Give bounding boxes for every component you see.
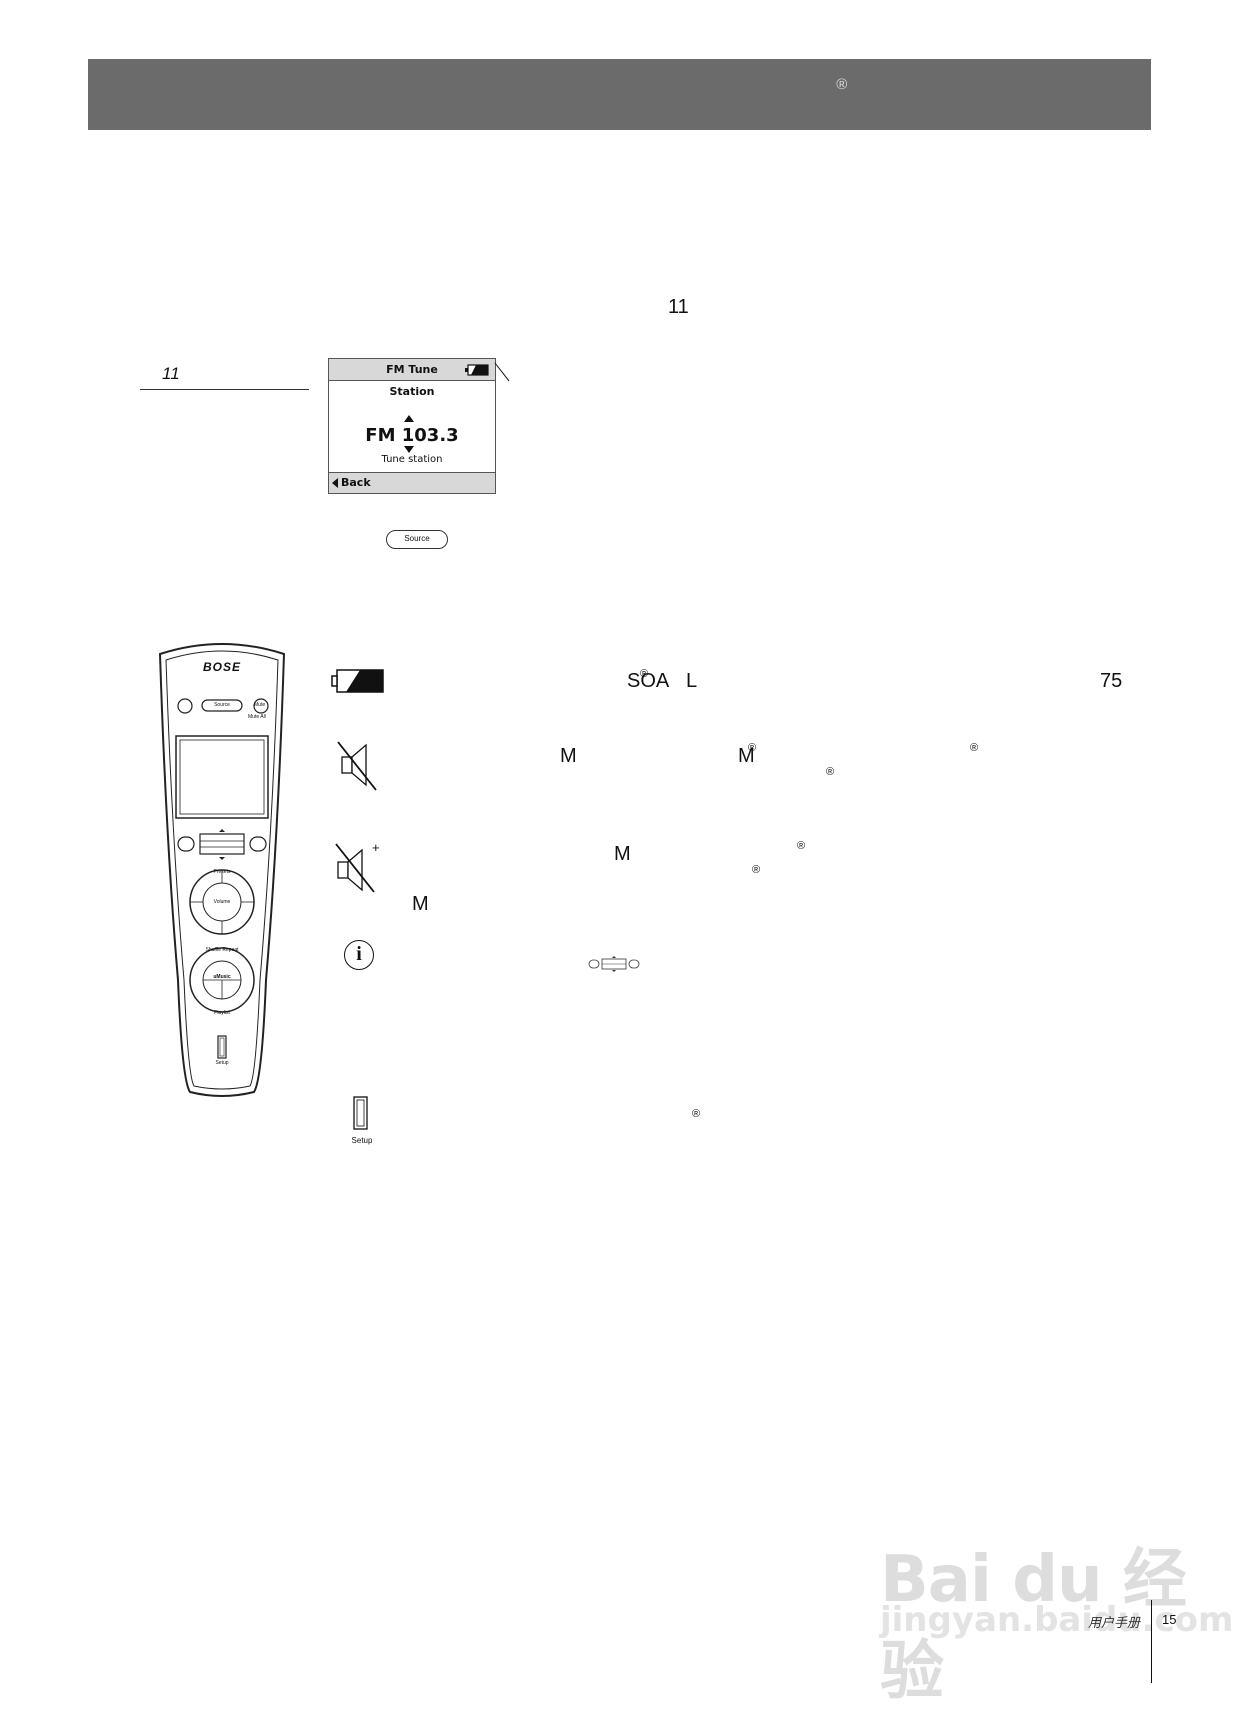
mute-speaker-icon [337,741,377,791]
remote-playlist-label: Playlist [214,1010,230,1016]
fm-tune-screen: FM Tune Station FM 103.3 Tune station Ba… [328,358,496,494]
header-bar [88,59,1151,130]
watermark-url: jingyan.baidu.com [880,1600,1234,1640]
remote-presets-label: Presets [213,869,231,875]
remote-brand: BOSE [202,660,241,674]
remote-mute-all-label: Mute All [248,714,266,720]
screen-subtitle: Station [389,385,435,398]
screen-title-bar [329,359,495,381]
info-icon: i [344,940,374,970]
screen-back-label: Back [341,476,371,489]
screen-footer: Back [329,472,495,493]
remote-umusic-label: uMusic [213,974,231,980]
header-registered-mark: ® [836,76,848,93]
remote-setup-label: Setup [215,1060,229,1066]
mute-reg2: ® [970,742,979,754]
back-arrow-icon [332,478,338,488]
battery-large-icon [331,669,384,693]
figure-label-rule [140,389,309,390]
mute-m2: M [738,745,755,767]
setup-reg: ® [692,1108,701,1120]
source-button-graphic: Source [386,530,448,549]
screen-hint: Tune station [381,454,443,465]
battery-text-b: L [686,670,698,692]
battery-icon [465,364,489,376]
intro-ref-number: 11 [668,296,689,318]
mute-all-speaker-icon [335,843,375,893]
callout-line [494,362,510,382]
remote-source-label: Source [214,702,230,708]
mute-all-m1: M [614,843,631,865]
battery-text-a: SOA [627,670,670,692]
figure-label: 11 [162,364,180,383]
remote-mute-label: Mute [254,702,266,708]
mute-all-reg2: ® [752,864,761,876]
tune-up-arrow-icon [404,415,414,422]
watermark-brand: Bai du 经验 [880,1543,1187,1709]
footer-manual-title: 用户手册 [1088,1615,1141,1630]
page-number: 15 [1162,1612,1177,1627]
footer-rule [1151,1600,1152,1683]
setup-button-icon [353,1096,368,1130]
tune-down-arrow-icon [404,446,414,453]
mute-all-plus: + [372,840,380,855]
navigation-pad-icon [588,956,640,972]
remote-volume-label: Volume [213,899,231,905]
setup-label: Setup [351,1136,373,1145]
battery-text-c: 75 [1100,670,1123,692]
mute-reg1: ® [748,742,757,754]
mute-m1: M [560,745,577,767]
mute-all-m2: M [412,893,429,915]
mute-reg3: ® [826,766,835,778]
mute-all-reg1: ® [797,840,806,852]
screen-frequency: FM 103.3 [365,425,459,446]
screen-title: FM Tune [386,363,438,376]
battery-reg: ® [640,668,649,680]
remote-shuffle-label: Shuffle Repeat [205,947,239,953]
remote-control-illustration [158,643,286,1097]
